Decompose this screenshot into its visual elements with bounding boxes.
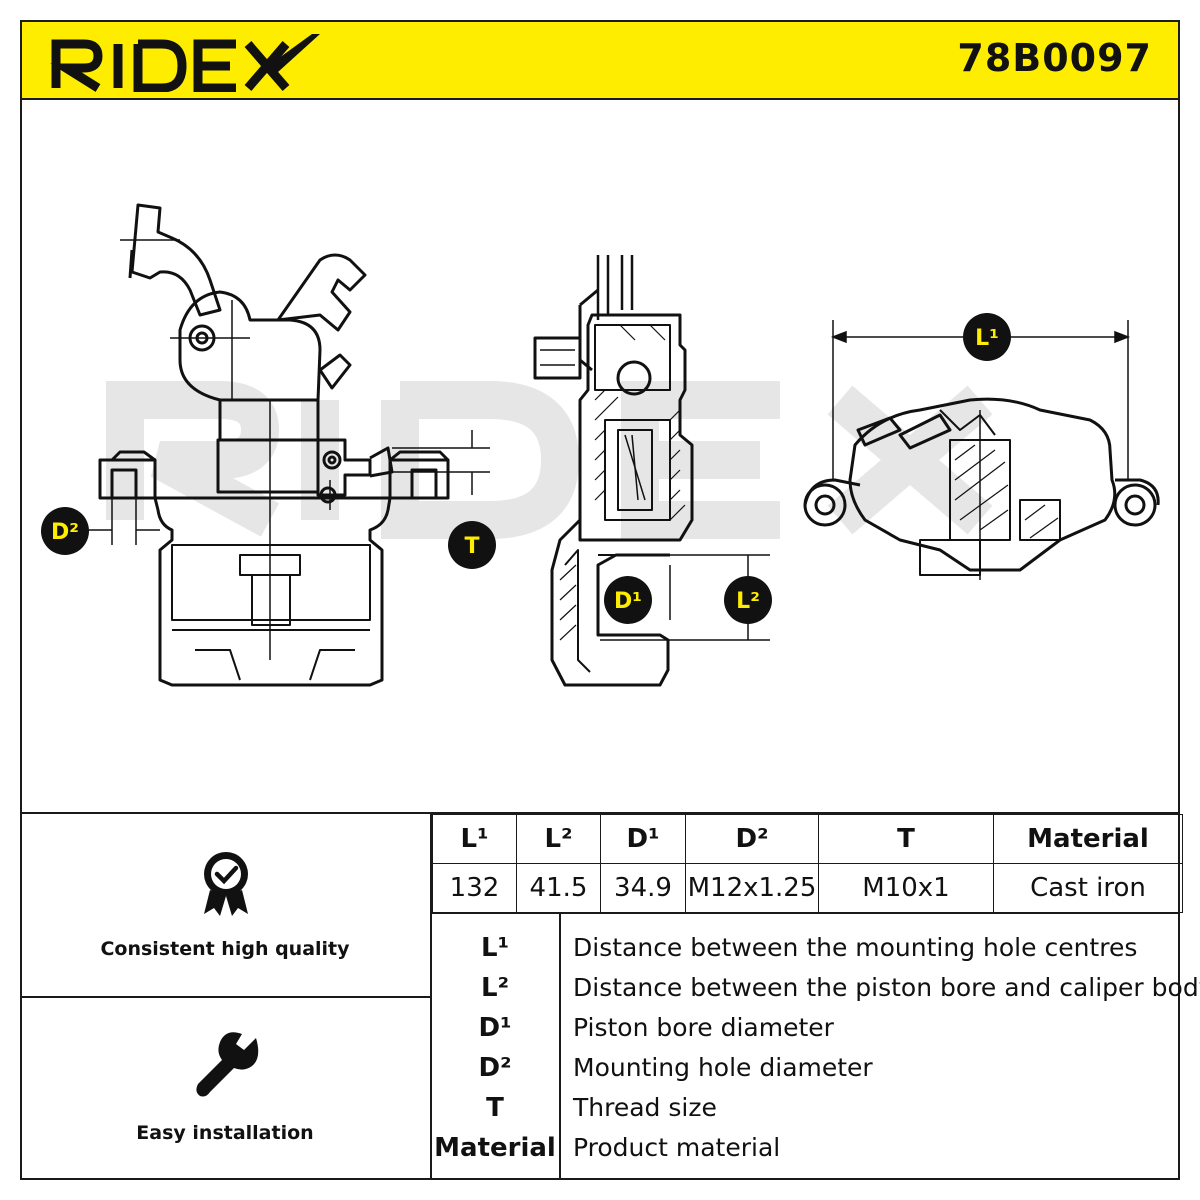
svg-text:D²: D² (51, 520, 79, 545)
ridex-watermark (106, 381, 993, 539)
t-dimension (392, 430, 490, 495)
technical-drawing: D² T D¹ L² L¹ (20, 100, 1180, 812)
spec-value-d2: M12x1.25 (685, 863, 819, 913)
legend-key: T (486, 1093, 504, 1123)
legend-row: L² Distance between the piston bore and … (432, 968, 1200, 1008)
part-number: 78B0097 (957, 36, 1152, 80)
legend-key: D² (478, 1053, 512, 1083)
svg-text:T: T (464, 534, 479, 559)
legend-top-divider (430, 912, 1180, 914)
legend-description: Distance between the mounting hole centr… (573, 933, 1138, 962)
spec-value-l2: 41.5 (516, 863, 601, 913)
spec-header-d1: D¹ (600, 814, 686, 864)
legend-row: T Thread size (432, 1088, 1178, 1128)
spec-header-row: L¹ L² D¹ D² T Material (432, 814, 1183, 864)
svg-text:L²: L² (736, 589, 760, 614)
l1-badge: L¹ (963, 313, 1011, 361)
caliper-section-view (533, 255, 694, 687)
spec-header-material: Material (993, 814, 1183, 864)
features-row-divider (20, 996, 432, 998)
feature-installation-label: Easy installation (136, 1122, 314, 1144)
legend-row: Material Product material (432, 1128, 1178, 1168)
d1-badge: D¹ (604, 576, 652, 624)
quality-badge-icon (204, 852, 248, 916)
spec-table: L¹ L² D¹ D² T Material 132 41.5 34.9 M12… (432, 814, 1183, 913)
hatching (559, 324, 686, 641)
legend-description: Piston bore diameter (573, 1013, 834, 1042)
top-view-hatching (954, 444, 1059, 539)
spec-value-l1: 132 (432, 863, 517, 913)
l1-dimension (830, 320, 1131, 480)
legend-key: Material (434, 1133, 556, 1163)
legend-row: D² Mounting hole diameter (432, 1048, 1178, 1088)
spec-value-material: Cast iron (993, 863, 1183, 913)
spec-header-l1: L¹ (432, 814, 517, 864)
legend-row: L¹ Distance between the mounting hole ce… (432, 928, 1178, 968)
d1-l2-dimension (597, 554, 770, 641)
legend-key: D¹ (478, 1013, 512, 1043)
caliper-front-view (98, 203, 450, 687)
feature-quality-label: Consistent high quality (100, 938, 350, 960)
legend-description: Mounting hole diameter (573, 1053, 873, 1082)
spec-value-row: 132 41.5 34.9 M12x1.25 M10x1 Cast iron (432, 863, 1183, 913)
legend-description: Distance between the piston bore and cal… (573, 973, 1200, 1002)
bottom-section-divider (20, 812, 1180, 814)
legend-key: L² (481, 973, 509, 1003)
d2-badge: D² (41, 507, 89, 555)
header-bar: 78B0097 (20, 20, 1180, 100)
legend-column-divider (559, 912, 561, 1180)
legend-description: Thread size (573, 1093, 717, 1122)
spec-header-d2: D² (685, 814, 819, 864)
ridex-logo (50, 34, 320, 92)
spec-value-t: M10x1 (818, 863, 994, 913)
svg-text:D¹: D¹ (614, 589, 642, 614)
l2-badge: L² (724, 576, 772, 624)
spec-header-l2: L² (516, 814, 601, 864)
legend-row: D¹ Piston bore diameter (432, 1008, 1178, 1048)
legend-key: L¹ (481, 933, 509, 963)
t-badge: T (448, 521, 496, 569)
spec-header-t: T (818, 814, 994, 864)
caliper-top-view (803, 397, 1160, 580)
wrench-icon (196, 1032, 259, 1097)
spec-value-d1: 34.9 (600, 863, 686, 913)
svg-text:L¹: L¹ (975, 326, 999, 351)
legend-description: Product material (573, 1133, 781, 1162)
